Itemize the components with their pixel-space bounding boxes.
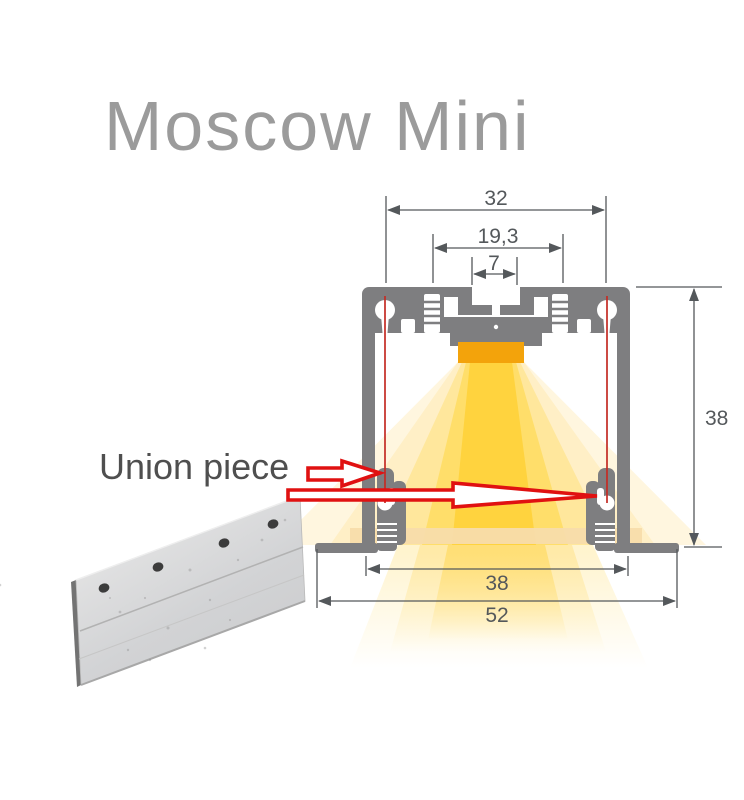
profile-left-wall — [362, 320, 375, 545]
union-piece-label: Union piece — [99, 446, 290, 487]
plate-holes — [98, 519, 279, 593]
led-holder — [450, 328, 542, 346]
screw-axis-lines — [384, 296, 608, 503]
dim-top-inner: 7 — [488, 252, 500, 275]
dim-bottom-outer: 52 — [485, 604, 508, 627]
union-piece-photo — [0, 495, 306, 687]
thread-ticks — [423, 300, 569, 325]
dim-side-height: 38 — [705, 407, 728, 430]
dim-bottom-inner: 38 — [485, 572, 508, 595]
dim-top-outer: 32 — [484, 187, 507, 210]
ceiling-glow — [350, 528, 642, 544]
union-piece-arrow-short — [306, 458, 386, 489]
profile-right-flange — [614, 543, 679, 553]
central-channel-hooks — [444, 287, 548, 315]
profile-left-flange — [315, 543, 378, 553]
led-strip — [458, 342, 524, 363]
stud-thread-ticks — [377, 523, 615, 543]
plate-speckles — [0, 518, 287, 662]
union-piece-arrow-long — [286, 481, 598, 509]
dimensions — [316, 196, 722, 608]
dim-top-middle: 19,3 — [478, 225, 519, 248]
union-piece-arrows — [286, 458, 598, 509]
profile-right-wall — [617, 320, 630, 545]
page-title: Moscow Mini — [104, 87, 531, 165]
dimension-labels: 32 19,3 7 38 38 52 — [478, 187, 729, 627]
